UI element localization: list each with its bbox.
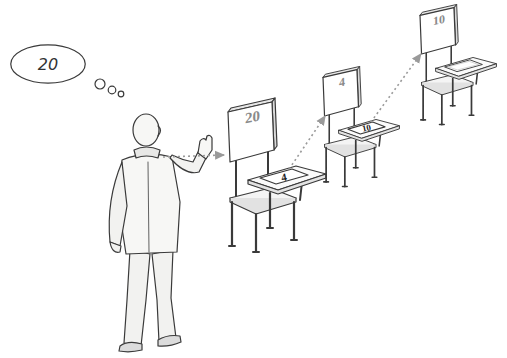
backrest-panel (420, 8, 455, 54)
chair-back: 4 (323, 68, 360, 116)
person-shoe (158, 336, 181, 347)
paper-sheet (260, 169, 308, 184)
person (109, 114, 212, 352)
thought-bubble: 20 (10, 44, 86, 84)
person-hand (110, 242, 121, 252)
paper-sheet (348, 122, 385, 134)
number-label: 20 (245, 107, 260, 127)
bubble-ellipse (11, 45, 85, 83)
number-label: 20 (38, 55, 58, 74)
thought-dot (108, 86, 116, 94)
chair (420, 4, 496, 124)
chair (228, 98, 326, 252)
person-head (133, 114, 159, 146)
person-leg (152, 250, 176, 342)
backrest-panel (323, 70, 358, 116)
person-ear (158, 126, 161, 136)
person-arm (109, 162, 127, 246)
backrest-panel (228, 102, 274, 162)
person-shoe (119, 342, 142, 351)
number-label: 4 (339, 74, 345, 90)
blank-paper (445, 60, 482, 72)
person-leg (124, 250, 150, 346)
person-collar (134, 147, 160, 158)
chair-back: 20 (228, 100, 276, 162)
chair-back: 10 (420, 6, 457, 54)
thought-dot (118, 91, 124, 97)
blank-paper-inner (448, 61, 478, 70)
desk-paper: 10 (348, 122, 385, 134)
number-label: 10 (361, 122, 372, 134)
coat-seam (148, 162, 149, 252)
pointer-arrow (289, 116, 325, 169)
pointer-arrow (371, 54, 421, 122)
thought-dot (95, 79, 105, 89)
chair (323, 66, 399, 186)
number-label: 10 (433, 12, 445, 30)
pointer-arrow (163, 155, 224, 157)
desk-paper: 4 (260, 169, 308, 184)
